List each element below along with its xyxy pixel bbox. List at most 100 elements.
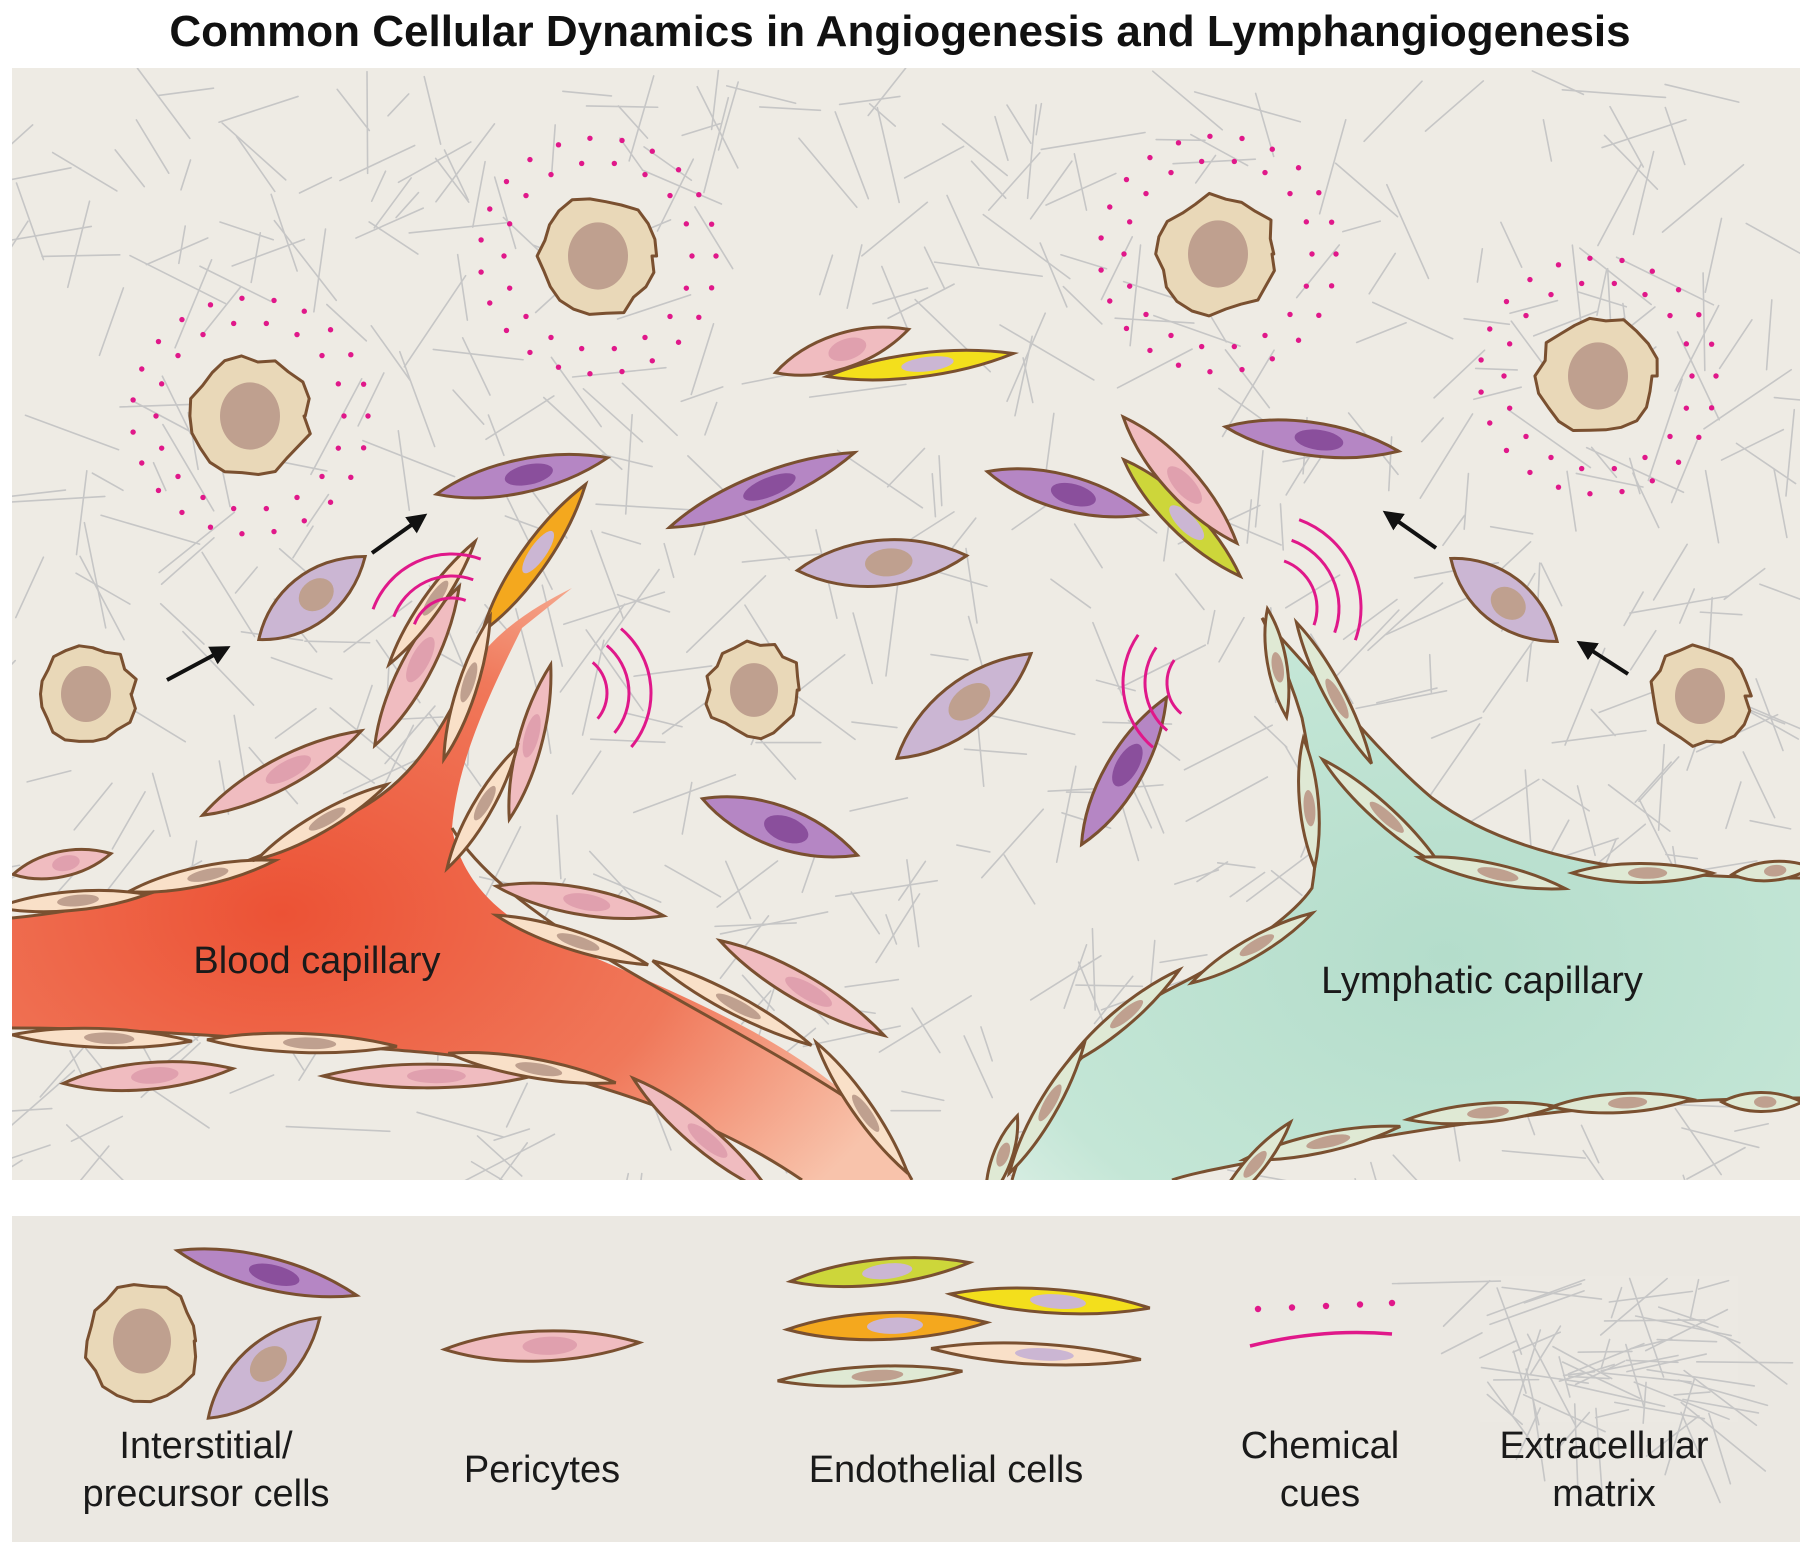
matrix-fiber — [1720, 428, 1785, 461]
matrix-fiber — [75, 572, 131, 605]
matrix-fiber — [834, 879, 938, 897]
matrix-fiber — [1558, 1356, 1571, 1398]
matrix-fiber — [1452, 1120, 1461, 1162]
matrix-fiber — [180, 159, 192, 191]
matrix-fiber — [41, 254, 121, 258]
matrix-fiber — [690, 323, 715, 396]
chemical-cue-dot — [1503, 447, 1510, 454]
matrix-fiber — [366, 70, 369, 175]
chemical-cue-dot — [200, 494, 206, 501]
chemical-cue-dot — [689, 253, 695, 259]
chemical-cue-dot — [341, 413, 347, 419]
matrix-fiber — [1609, 105, 1645, 168]
blood-endothelial-cell — [444, 742, 520, 873]
blood-endothelial-cell — [490, 913, 649, 967]
chemical-cue-dot — [1708, 341, 1715, 347]
matrix-fiber — [1515, 1407, 1542, 1461]
matrix-fiber — [595, 503, 698, 511]
chemical-cue-dot — [1611, 280, 1618, 287]
matrix-fiber — [1420, 723, 1481, 809]
chemical-cue-dot — [708, 285, 715, 291]
matrix-fiber — [75, 470, 88, 556]
chemical-cue-dot — [1578, 280, 1585, 287]
matrix-fiber — [977, 727, 985, 788]
cell-nucleus — [283, 1037, 337, 1050]
blood-endothelial-cell — [252, 781, 392, 863]
cell-nucleus — [84, 1032, 135, 1045]
chemical-cue-dot — [1587, 491, 1593, 497]
matrix-fiber — [1172, 158, 1257, 165]
matrix-fiber — [1155, 138, 1206, 142]
legend-blood-endothelial-cell — [930, 1341, 1142, 1367]
matrix-fiber — [343, 600, 413, 653]
matrix-fiber — [313, 228, 327, 313]
cell-nucleus — [248, 1263, 300, 1287]
matrix-fiber — [844, 978, 900, 988]
pericyte — [58, 1060, 238, 1093]
matrix-fiber — [1638, 756, 1680, 803]
matrix-fiber — [1253, 715, 1288, 748]
chemical-cue-rings — [1478, 255, 1719, 497]
matrix-fiber — [717, 81, 739, 151]
matrix-fiber — [219, 221, 275, 241]
chemical-cue-dot — [1098, 235, 1104, 241]
matrix-fiber — [1665, 853, 1699, 860]
cell-nucleus — [743, 473, 796, 501]
matrix-fiber — [1614, 1401, 1706, 1420]
chemical-cue-dot — [1527, 276, 1533, 283]
matrix-fiber — [1318, 118, 1347, 215]
chemical-cue-dot — [179, 509, 185, 516]
legend-pericyte — [440, 1329, 645, 1363]
cell-nucleus — [1754, 1096, 1777, 1108]
matrix-fiber — [1551, 729, 1647, 744]
chemical-cue-dot — [1708, 405, 1715, 411]
matrix-fiber — [585, 105, 659, 109]
blood-endothelial-cell — [812, 1037, 910, 1175]
matrix-fiber — [1555, 1411, 1591, 1452]
chemical-cue-dot — [587, 371, 593, 377]
chemical-cue-wave — [1283, 559, 1319, 626]
matrix-fiber — [1529, 1325, 1562, 1375]
figure-title: Common Cellular Dynamics in Angiogenesis… — [169, 7, 1631, 56]
matrix-fiber — [1342, 598, 1398, 641]
chemical-cue-dot — [1667, 433, 1673, 440]
matrix-fiber — [304, 640, 371, 644]
matrix-fiber — [357, 372, 385, 427]
matrix-fiber — [1594, 1408, 1630, 1419]
matrix-fiber — [1129, 244, 1142, 347]
matrix-fiber — [861, 201, 929, 257]
cell-nucleus — [1675, 668, 1725, 724]
matrix-fiber — [1645, 1415, 1700, 1457]
matrix-fiber — [592, 873, 662, 903]
chemical-cue-dot — [696, 191, 702, 198]
matrix-fiber — [632, 773, 737, 814]
chemical-cue-dot — [1506, 405, 1513, 411]
matrix-fiber — [174, 258, 213, 349]
chemical-cue-dot — [1239, 366, 1245, 373]
matrix-fiber — [114, 149, 146, 188]
chemical-cue-dot — [1143, 311, 1149, 318]
matrix-fiber — [1486, 1393, 1523, 1426]
pericyte — [317, 1062, 534, 1090]
matrix-fiber — [416, 1111, 505, 1138]
matrix-fiber — [370, 324, 411, 381]
chemical-cue-dot — [1303, 219, 1310, 225]
matrix-fiber — [563, 591, 666, 626]
matrix-fiber — [1673, 1391, 1711, 1396]
matrix-fiber — [235, 135, 276, 193]
cell-nucleus — [522, 714, 541, 758]
chemical-cue-dot — [487, 206, 493, 212]
lymphatic-vessel-lumen — [1012, 618, 1800, 1180]
matrix-fiber — [157, 87, 215, 97]
matrix-fiber — [1440, 1332, 1483, 1355]
matrix-fiber — [434, 157, 470, 203]
matrix-fiber — [476, 1135, 523, 1177]
matrix-fiber — [1676, 331, 1720, 421]
matrix-fiber — [100, 514, 201, 545]
matrix-fiber — [834, 111, 870, 200]
chemical-cue-dot — [548, 334, 554, 341]
matrix-fiber — [1601, 118, 1687, 149]
lymphatic-endothelial-cell — [1293, 617, 1374, 765]
matrix-fiber — [161, 375, 192, 435]
chemical-cue-dot — [1642, 454, 1648, 461]
